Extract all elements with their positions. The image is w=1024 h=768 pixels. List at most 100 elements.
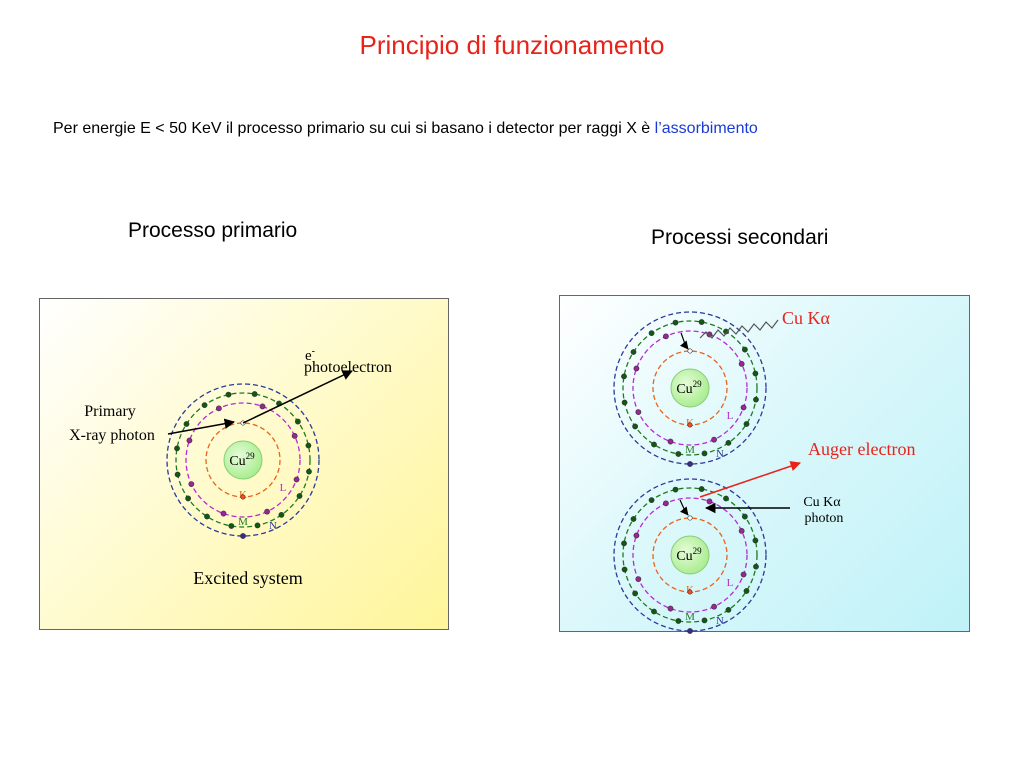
- electron-vacancy: [687, 348, 693, 354]
- electron: [632, 590, 639, 597]
- electron: [740, 404, 747, 411]
- electron: [174, 445, 180, 452]
- electron-vacancy: [687, 515, 693, 521]
- nucleus: [223, 440, 263, 480]
- nucleus: [670, 535, 710, 575]
- electron: [296, 493, 303, 499]
- electron: [621, 373, 627, 380]
- internal-photon-label-1: Cu Kα: [803, 495, 841, 510]
- electron: [672, 486, 679, 493]
- shell-n-orbit: [613, 478, 767, 632]
- electron: [633, 365, 640, 372]
- electron: [675, 618, 682, 624]
- internal-photon-label-2: photon: [805, 511, 844, 526]
- electron: [753, 563, 759, 570]
- electron: [633, 532, 640, 539]
- shell-l-orbit: [632, 497, 748, 613]
- shell-l-label: L: [727, 577, 734, 589]
- electron: [675, 451, 682, 457]
- intro-text: Per energie E < 50 KeV il processo prima…: [53, 120, 758, 138]
- secondary-process-heading: Processi secondari: [651, 226, 829, 249]
- electron: [635, 576, 642, 582]
- electron: [698, 486, 705, 492]
- electron: [711, 603, 717, 610]
- electron: [663, 500, 669, 507]
- electron: [306, 468, 312, 475]
- electron-label: e-: [305, 346, 315, 364]
- shell-m-label: M: [238, 516, 248, 528]
- electron: [621, 566, 628, 573]
- auger-electron-arrow: [699, 461, 801, 498]
- electron: [706, 331, 713, 338]
- electron: [621, 399, 628, 406]
- electron: [698, 319, 705, 325]
- shell-n-label: N: [269, 520, 277, 532]
- electron: [240, 494, 246, 500]
- shell-m-label: M: [685, 611, 695, 623]
- electron: [174, 471, 181, 478]
- electron: [725, 606, 732, 613]
- electron: [225, 391, 232, 398]
- shell-n-orbit: [613, 311, 767, 465]
- electron: [635, 409, 642, 415]
- electron-transition-arrow: [679, 332, 689, 350]
- shell-m-orbit: [175, 392, 311, 528]
- electron: [228, 523, 235, 529]
- electron: [293, 476, 300, 483]
- electron: [632, 423, 639, 430]
- shell-n-label: N: [716, 615, 724, 627]
- electron: [738, 528, 745, 534]
- secondary-process-panel: [559, 295, 970, 632]
- electron: [648, 330, 655, 337]
- electron: [216, 405, 222, 412]
- electron: [188, 481, 195, 487]
- electron: [663, 333, 669, 340]
- electron: [701, 617, 708, 624]
- intro-main: Per energie E < 50 KeV il processo prima…: [53, 120, 655, 137]
- electron: [186, 437, 193, 444]
- slide-title: Principio di funzionamento: [359, 30, 665, 60]
- nucleus: [670, 368, 710, 408]
- electron: [251, 391, 258, 397]
- electron: [621, 540, 627, 547]
- atom-auger: Cu29KLMN: [613, 478, 767, 634]
- primary-photon-arrow: [167, 418, 236, 435]
- electron: [740, 571, 747, 578]
- electron: [741, 513, 748, 520]
- electron: [753, 396, 759, 403]
- electron: [220, 510, 227, 517]
- photoelectron-label: photoelectron: [304, 359, 392, 376]
- electron: [725, 439, 732, 446]
- electron: [723, 495, 729, 502]
- electron: [701, 450, 708, 457]
- electron: [648, 497, 655, 504]
- electron: [291, 433, 298, 439]
- electron: [264, 508, 270, 515]
- electron: [183, 421, 190, 427]
- electron: [667, 605, 674, 612]
- electron: [752, 537, 759, 544]
- electron: [294, 418, 301, 425]
- electron: [687, 628, 693, 634]
- incoming-photon-label-2: X-ray photon: [69, 427, 155, 444]
- incoming-photon-label-1: Primary: [84, 403, 136, 420]
- electron: [738, 361, 745, 367]
- cu-kalpha-emission-label: Cu Kα: [782, 308, 831, 328]
- electron: [651, 608, 657, 615]
- intro-highlight: l’assorbimento: [654, 120, 758, 137]
- atom-fluorescence: Cu29KLMN: [613, 311, 767, 467]
- fluorescence-wave: [699, 319, 779, 339]
- shell-n-label: N: [716, 448, 724, 460]
- electron: [672, 319, 679, 326]
- electron: [305, 442, 312, 449]
- auger-electron-label: Auger electron: [808, 439, 915, 459]
- excited-system-caption: Excited system: [193, 568, 302, 588]
- electron: [630, 516, 637, 522]
- electron: [185, 495, 192, 502]
- atom-excited-system: Cu29KLMN: [166, 383, 320, 539]
- electron: [706, 498, 713, 505]
- electron: [259, 403, 266, 410]
- electron: [201, 402, 208, 409]
- shell-l-label: L: [727, 410, 734, 422]
- shell-l-orbit: [185, 402, 301, 518]
